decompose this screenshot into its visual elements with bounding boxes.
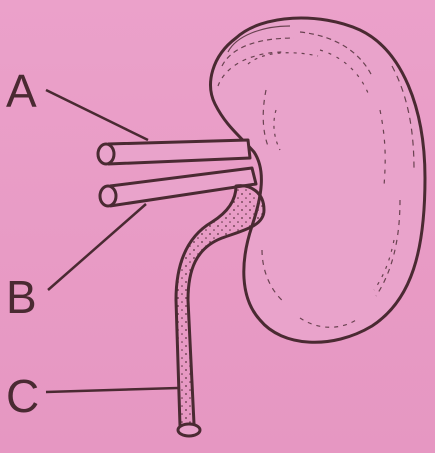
pointer-line-a	[46, 90, 148, 140]
pointer-line-c	[46, 388, 178, 392]
pointer-line-b	[48, 204, 146, 290]
label-b: B	[6, 274, 37, 320]
label-a: A	[6, 68, 37, 114]
vessel-a	[98, 140, 250, 164]
label-c: C	[6, 373, 39, 419]
ureter-end	[178, 424, 200, 436]
